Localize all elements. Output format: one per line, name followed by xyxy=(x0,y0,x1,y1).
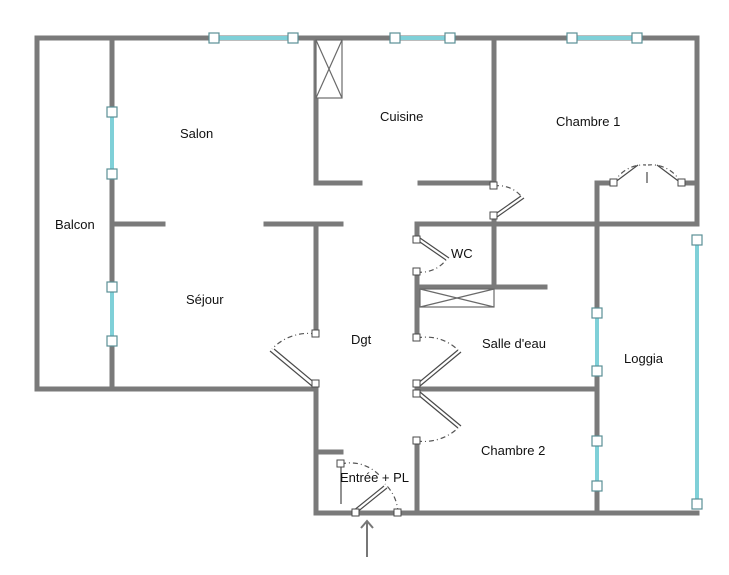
window-end xyxy=(591,365,603,377)
duct-cuisine xyxy=(315,39,343,99)
window-end xyxy=(631,32,643,44)
window-end xyxy=(106,335,118,347)
window-end xyxy=(287,32,299,44)
label-cuisine: Cuisine xyxy=(380,109,423,124)
window-end xyxy=(591,307,603,319)
door-entree-closet xyxy=(336,459,381,504)
windows xyxy=(106,32,703,510)
window-end xyxy=(106,168,118,180)
label-salle-eau: Salle d'eau xyxy=(482,336,546,351)
entrance-arrow-icon xyxy=(360,519,374,557)
door-chambre1 xyxy=(489,181,525,220)
doors xyxy=(269,164,686,517)
window-end xyxy=(208,32,220,44)
label-dgt: Dgt xyxy=(351,332,372,347)
window-end xyxy=(106,281,118,293)
label-sejour: Séjour xyxy=(186,292,224,307)
duct-salle-eau xyxy=(419,288,495,308)
window-end xyxy=(591,480,603,492)
label-chambre2: Chambre 2 xyxy=(481,443,545,458)
room-labels: Balcon Salon Séjour Cuisine Chambre 1 WC… xyxy=(55,109,664,485)
label-entree: Entrée + PL xyxy=(340,470,409,485)
door-salle-eau xyxy=(412,333,462,388)
door-front xyxy=(351,483,402,517)
door-wc xyxy=(412,235,450,276)
window-end xyxy=(691,498,703,510)
window-end xyxy=(389,32,401,44)
window-end xyxy=(444,32,456,44)
label-loggia: Loggia xyxy=(624,351,664,366)
label-wc: WC xyxy=(451,246,473,261)
label-salon: Salon xyxy=(180,126,213,141)
window-end xyxy=(691,234,703,246)
window-end xyxy=(566,32,578,44)
label-chambre1: Chambre 1 xyxy=(556,114,620,129)
label-balcon: Balcon xyxy=(55,217,95,232)
door-sejour xyxy=(269,329,320,388)
window-end xyxy=(591,435,603,447)
ducts xyxy=(315,39,495,308)
door-chambre2 xyxy=(412,389,462,445)
window-end xyxy=(106,106,118,118)
door-chambre1-closet xyxy=(609,164,686,187)
